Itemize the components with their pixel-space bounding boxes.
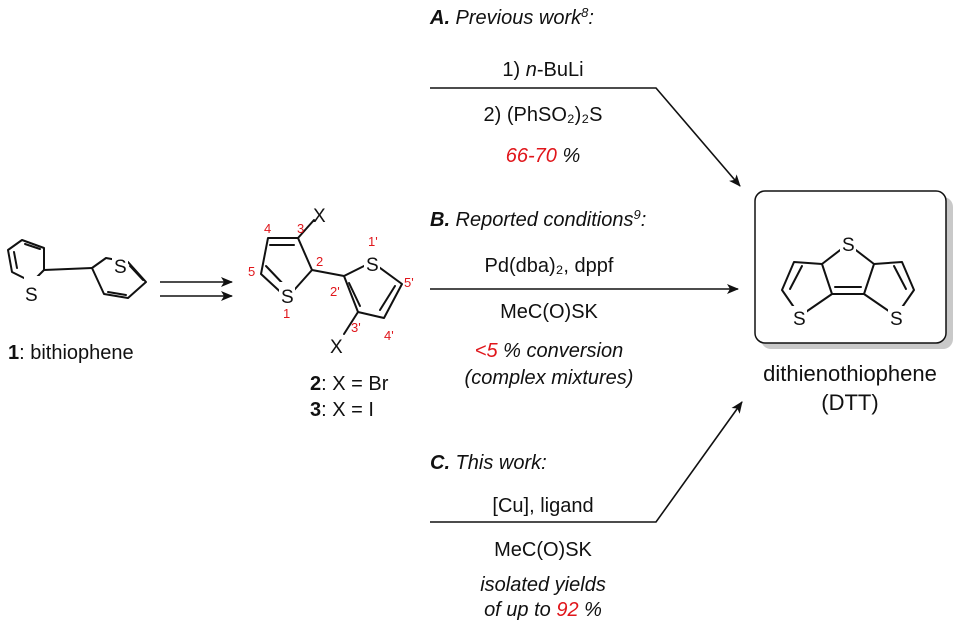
svg-text:3: X = I: 3: X = I [310, 399, 374, 421]
compound-1-name: : bithiophene [19, 342, 134, 364]
route-a-header: A. Previous work8: [429, 5, 594, 29]
route-b-note: (complex mixtures) [465, 367, 634, 389]
ring-number-2-prime: 2' [330, 284, 340, 299]
ring-number-1: 1 [283, 306, 290, 321]
route-b-colon: : [641, 209, 647, 231]
s-atom-dtt-left: S [793, 309, 806, 330]
s-atom-dtt-right: S [890, 309, 903, 330]
ring-number-4-prime: 4' [384, 328, 394, 343]
compound-3-number: 3 [310, 399, 321, 421]
route-a-letter: A. [429, 7, 450, 29]
s-atom-1b: S [114, 257, 127, 278]
route-a-step2: 2) (PhSO₂)₂S [484, 104, 603, 126]
route-c-title: This work: [450, 452, 547, 474]
svg-text:1: bithiophene: 1: bithiophene [8, 342, 134, 364]
route-c-yield-line2: of up to 92 % [484, 599, 602, 621]
compound-2-number: 2 [310, 373, 321, 395]
ring-number-4: 4 [264, 221, 271, 236]
route-a-step1: 1) n-BuLi [502, 59, 583, 81]
ring-number-2: 2 [316, 254, 323, 269]
compound-1-number: 1 [8, 342, 19, 364]
ring-number-1-prime: 1' [368, 234, 378, 249]
route-b-title: Reported conditions [450, 209, 633, 231]
route-a-title: Previous work [450, 7, 582, 29]
route-a-yield: 66-70 % [506, 145, 581, 167]
route-b-reagent2: MeC(O)SK [500, 301, 598, 323]
product-box [754, 190, 947, 344]
route-c-letter: C. [430, 452, 450, 474]
route-c-yield-line1: isolated yields [480, 574, 606, 596]
ring-number-5: 5 [248, 264, 255, 279]
route-c-header: C. This work: [430, 452, 547, 474]
route-b-ref: 9 [633, 207, 640, 222]
x-substituent-bottom: X [330, 337, 343, 358]
dihalobithiophene-structure [260, 219, 403, 335]
s-atom-2b: S [366, 255, 379, 276]
compound-2-label: : X = Br [321, 373, 389, 395]
route-a-colon: : [588, 7, 594, 29]
s-atom-1a: S [25, 285, 38, 306]
bithiophene-structure [7, 239, 147, 299]
route-b-reagent1: Pd(dba)₂, dppf [485, 255, 614, 277]
route-a-ref: 8 [581, 5, 589, 20]
x-substituent-top: X [313, 206, 326, 227]
route-b-letter: B. [430, 209, 450, 231]
route-c-arrow [430, 401, 743, 523]
ring-number-5-prime: 5' [404, 275, 414, 290]
route-c-reagent1: [Cu], ligand [492, 495, 593, 517]
ring-number-3-prime: 3' [351, 320, 361, 335]
svg-text:2: X = Br: 2: X = Br [310, 373, 389, 395]
s-atom-dtt-center: S [842, 235, 855, 256]
product-abbr: (DTT) [821, 390, 878, 415]
dtt-structure [781, 232, 915, 328]
product-name: dithienothiophene [763, 361, 937, 386]
ring-number-3: 3 [297, 221, 304, 236]
route-b-header: B. Reported conditions9: [430, 207, 646, 231]
route-c-reagent2: MeC(O)SK [494, 539, 592, 561]
compound-3-label: : X = I [321, 399, 374, 421]
route-b-conversion: <5 % conversion [475, 340, 623, 362]
s-atom-2a: S [281, 287, 294, 308]
route-a-arrow [430, 87, 741, 187]
